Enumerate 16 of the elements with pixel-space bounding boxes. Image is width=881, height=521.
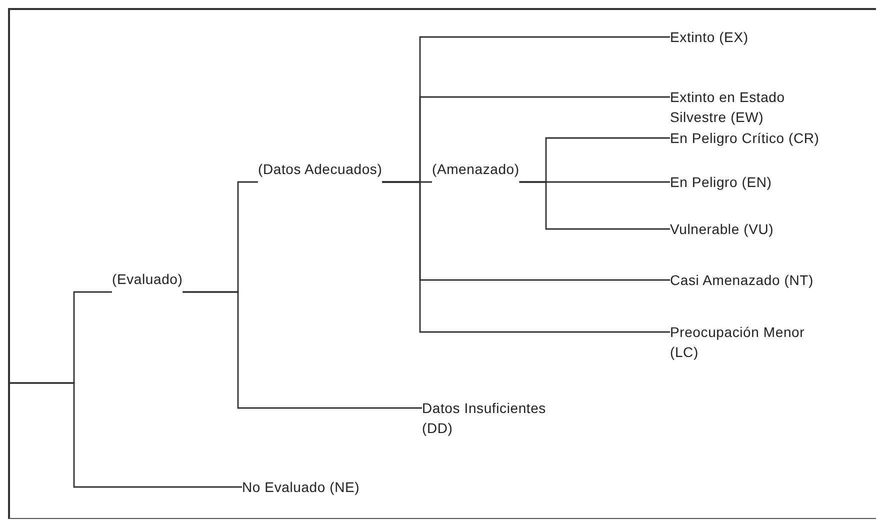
category-label: No Evaluado (NE) [242, 477, 360, 497]
category-label: Extinto (EX) [670, 27, 748, 47]
category-label: Preocupación Menor (LC) [670, 322, 835, 362]
branch-label: (Evaluado) [112, 269, 183, 292]
tree-branch-line [10, 382, 242, 488]
tree-branch-line [382, 181, 670, 333]
category-label: Casi Amenazado (NT) [670, 270, 814, 290]
branch-label: (Datos Adecuados) [258, 159, 382, 182]
category-label: Vulnerable (VU) [670, 219, 774, 239]
category-label: Datos Insuficientes (DD) [422, 398, 572, 438]
tree-branch-line [182, 291, 422, 409]
category-label: En Peligro Crítico (CR) [670, 128, 820, 148]
category-label: Extinto en Estado Silvestre (EW) [670, 87, 820, 127]
branch-label: (Amenazado) [432, 159, 520, 182]
category-label: En Peligro (EN) [670, 172, 772, 192]
tree-branch-line [519, 181, 670, 230]
